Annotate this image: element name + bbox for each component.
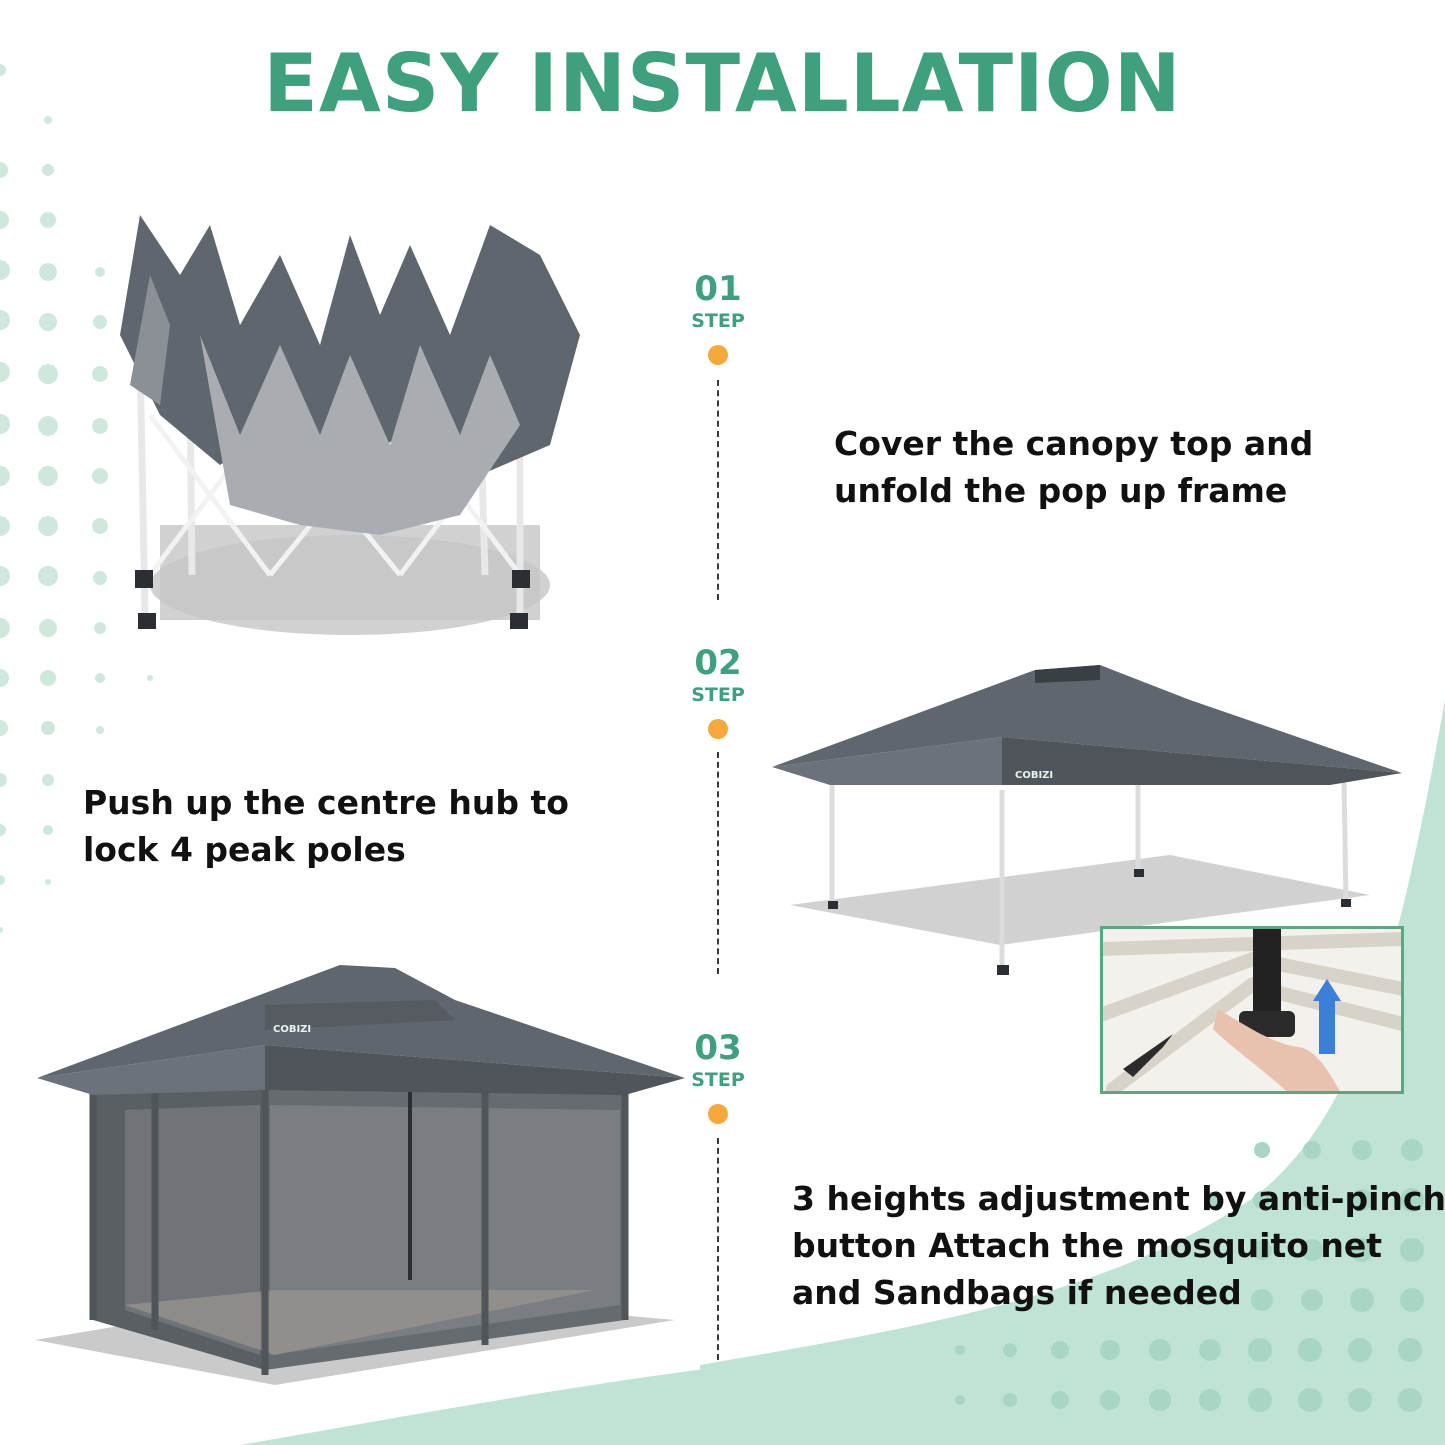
step-marker-03: 03 STEP bbox=[678, 1031, 758, 1124]
hub-detail-inset bbox=[1100, 926, 1404, 1094]
step-3-line-3: and Sandbags if needed bbox=[792, 1273, 1242, 1312]
step-dot bbox=[708, 345, 728, 365]
right-dot-pattern bbox=[955, 1139, 1424, 1412]
left-dot-pattern bbox=[0, 64, 153, 933]
step-label: STEP bbox=[691, 310, 745, 332]
step-1-line-1: Cover the canopy top and bbox=[834, 424, 1314, 463]
step-number: 03 bbox=[694, 1028, 742, 1068]
open-canopy-illustration: COBIZI bbox=[772, 665, 1402, 975]
step-3-description: 3 heights adjustment by anti-pinch butto… bbox=[792, 1175, 1445, 1316]
step-connector bbox=[717, 752, 719, 974]
step-label: STEP bbox=[691, 684, 745, 706]
step-marker-02: 02 STEP bbox=[678, 646, 758, 739]
step-number: 02 bbox=[694, 643, 742, 683]
step-3-line-2: button Attach the mosquito net bbox=[792, 1226, 1383, 1265]
folded-canopy-illustration bbox=[120, 215, 580, 635]
step-connector bbox=[717, 1138, 719, 1360]
brand-logo: COBIZI bbox=[273, 1024, 311, 1035]
step-dot bbox=[708, 1104, 728, 1124]
step-number: 01 bbox=[694, 269, 742, 309]
page-title: EASY INSTALLATION bbox=[263, 37, 1182, 130]
step-1-line-2: unfold the pop up frame bbox=[834, 471, 1288, 510]
step-label: STEP bbox=[691, 1069, 745, 1091]
step-2-line-1: Push up the centre hub to bbox=[83, 783, 569, 822]
up-arrow-icon bbox=[1313, 979, 1341, 1054]
step-3-line-1: 3 heights adjustment by anti-pinch bbox=[792, 1179, 1445, 1218]
hub-push-detail-illustration bbox=[1103, 929, 1401, 1091]
step-marker-01: 01 STEP bbox=[678, 272, 758, 365]
step-2-line-2: lock 4 peak poles bbox=[83, 830, 406, 869]
step-1-description: Cover the canopy top and unfold the pop … bbox=[834, 420, 1313, 514]
step-2-description: Push up the centre hub to lock 4 peak po… bbox=[83, 779, 569, 873]
step-dot bbox=[708, 719, 728, 739]
netted-canopy-illustration: COBIZI bbox=[35, 965, 685, 1385]
step-connector bbox=[717, 380, 719, 600]
brand-logo: COBIZI bbox=[1015, 770, 1053, 781]
